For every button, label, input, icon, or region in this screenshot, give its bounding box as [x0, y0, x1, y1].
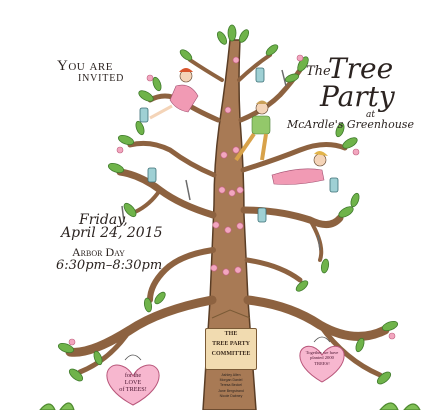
people	[149, 68, 328, 185]
glove-icon	[147, 167, 157, 183]
person-green-shirt	[234, 100, 271, 162]
heart-left-line: of TREES!	[119, 386, 147, 393]
glove-icon	[329, 177, 339, 193]
title-party: Party	[320, 80, 395, 113]
sign-string	[211, 309, 251, 319]
committee-names: Ashley Allen Morgan Daniel Teresa Beckel…	[206, 373, 256, 399]
tree-leaves	[57, 24, 399, 385]
person-lying	[271, 150, 328, 185]
trowel-icon	[281, 69, 287, 87]
invite-line-2: INVITED	[78, 73, 125, 84]
tree-branches	[65, 53, 390, 378]
heart-left-shape	[106, 364, 160, 406]
event-date: April 24, 2015	[61, 225, 163, 241]
title-at: at	[366, 110, 375, 120]
committee-sign: THE TREE PARTY COMMITTEE	[205, 328, 257, 370]
glove-icon	[139, 107, 149, 123]
title-the: The	[306, 64, 331, 79]
committee-name: Morgan Daniel	[219, 378, 243, 383]
blossoms	[68, 54, 396, 346]
heart-right-text: Together we have planted 2000 TREES!	[300, 350, 344, 366]
heart-right-line: Together we have	[305, 350, 339, 355]
heart-left-line: LOVE	[124, 379, 142, 386]
sign-line-1: THE	[224, 331, 238, 337]
heart-left-text: for the LOVE of TREES!	[111, 372, 155, 393]
invite-line-1: You are	[57, 58, 113, 74]
heart-right-line: planted 2000	[310, 355, 334, 361]
trowel-icon	[185, 179, 191, 201]
event-holiday: Arbor Day	[72, 245, 125, 259]
committee-name: Ashley Allen	[221, 373, 241, 377]
sign-line-3: COMMITTEE	[211, 351, 251, 357]
committee-name: Jane Bergstrand	[218, 388, 244, 393]
hanging-tools	[121, 67, 339, 251]
heart-right-line: TREES!	[314, 360, 330, 366]
heart-right-shape	[299, 345, 345, 383]
event-time: 6:30pm–8:30pm	[56, 258, 163, 273]
sign-line-2: TREE PARTY	[212, 341, 250, 347]
venue-name: McArdle's Greenhouse	[287, 118, 414, 131]
trowel-icon	[317, 234, 321, 251]
person-pink-dress	[149, 68, 199, 120]
committee-name: Teresa Beckel	[220, 383, 242, 388]
hearts	[106, 336, 345, 406]
glove-icon	[257, 207, 267, 223]
title-tree: Tree	[328, 52, 394, 85]
committee-name: Nicole Dabney	[219, 393, 243, 398]
glove-icon	[255, 67, 265, 83]
heart-left-line: for the	[124, 372, 142, 379]
trowel-icon	[121, 205, 125, 223]
event-day: Friday,	[79, 212, 128, 228]
